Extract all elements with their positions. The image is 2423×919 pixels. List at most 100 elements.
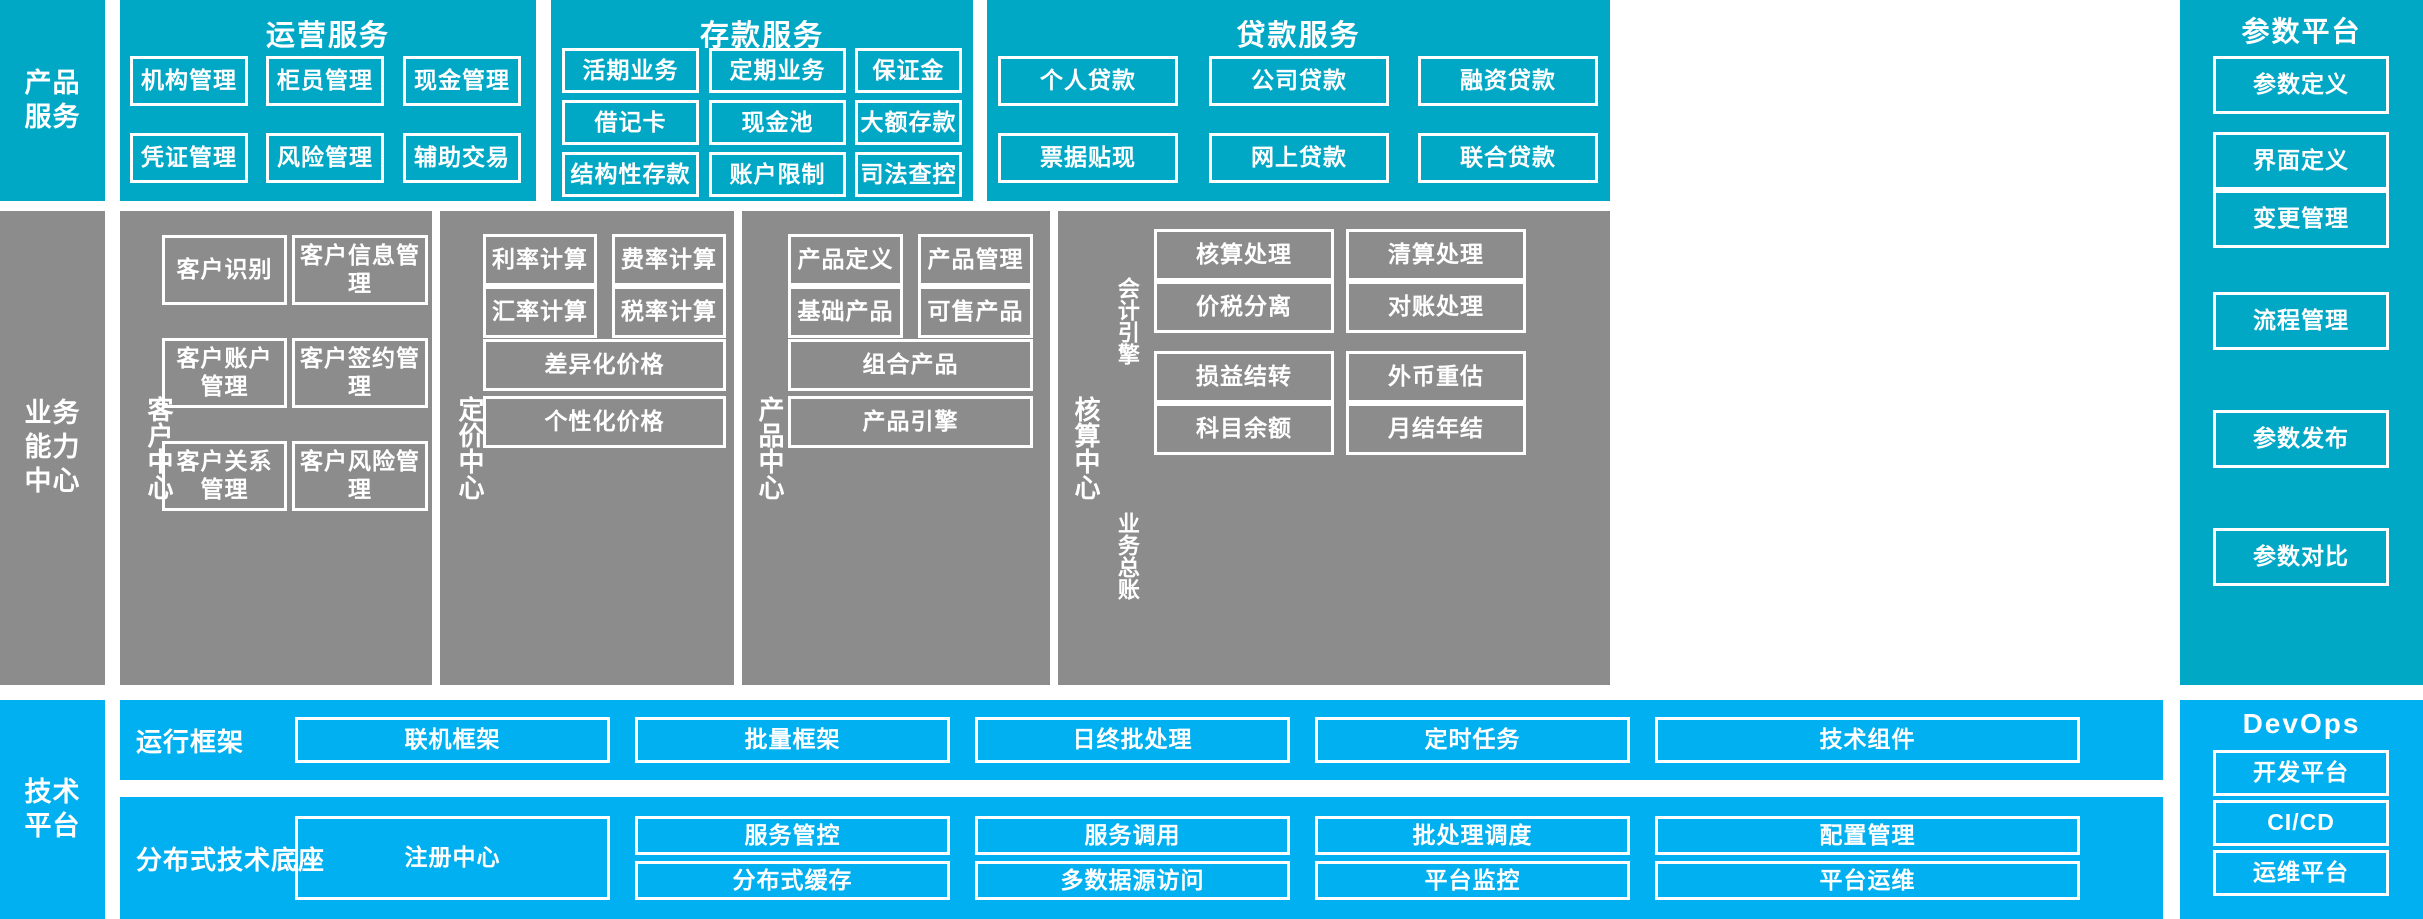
tech-cell-scheduled-task[interactable]: 定时任务 [1315,717,1630,763]
group-operations-services: 运营服务 机构管理 柜员管理 现金管理 凭证管理 风险管理 辅助交易 [120,0,536,201]
customer-cell-customer-relation-management[interactable]: 客户关系管理 [162,441,287,511]
service-cell-bill-discount[interactable]: 票据贴现 [998,133,1178,183]
band-label-product-service: 产品 服务 [0,0,105,201]
band-label-product-service-line2: 服务 [24,101,81,132]
service-cell-corporate-loan[interactable]: 公司贷款 [1209,56,1389,106]
band-label-tech-platform: 技术 平台 [0,700,105,919]
tech-cell-registry-center[interactable]: 注册中心 [295,816,610,900]
band-label-tech-platform-line2: 平台 [24,810,81,841]
parameter-cell-parameter-definition[interactable]: 参数定义 [2213,56,2389,114]
group-title-loan-services: 贷款服务 [1236,20,1361,52]
tech-cell-configuration-management[interactable]: 配置管理 [1655,816,2080,855]
devops-cell-ci-cd[interactable]: CI/CD [2213,800,2389,846]
pricing-cell-differentiated-price[interactable]: 差异化价格 [483,339,726,391]
accounting-cell-foreign-currency-revaluation[interactable]: 外币重估 [1346,351,1526,403]
tech-row-distributed-foundation: 分布式技术底座 注册中心 服务管控 服务调用 批处理调度 配置管理 分布式缓存 … [120,797,2163,919]
service-cell-risk-management[interactable]: 风险管理 [266,133,384,183]
band-label-business-capability: 业务 能力 中心 [0,211,105,685]
service-cell-margin-deposit[interactable]: 保证金 [855,48,962,93]
tech-cell-multi-datasource-access[interactable]: 多数据源访问 [975,861,1290,900]
parameter-cell-process-management[interactable]: 流程管理 [2213,292,2389,350]
subgroup-name-business-general-ledger: 业务总账 [1114,512,1140,600]
pricing-cell-tax-rate-calculation[interactable]: 税率计算 [612,286,726,338]
tech-row-runtime-framework: 运行框架 联机框架 批量框架 日终批处理 定时任务 技术组件 [120,700,2163,780]
center-customer: 客户中心 客户识别 客户信息管理 客户账户管理 客户签约管理 客户关系管理 客户… [120,211,432,685]
customer-cell-customer-risk-management[interactable]: 客户风险管理 [292,441,428,511]
product-cell-composite-product[interactable]: 组合产品 [788,339,1033,391]
band-label-business-capability-line1: 业务 [24,398,81,429]
product-cell-product-management[interactable]: 产品管理 [918,234,1033,286]
service-cell-financing-loan[interactable]: 融资贷款 [1418,56,1598,106]
accounting-cell-accounting-processing[interactable]: 核算处理 [1154,229,1334,281]
accounting-cell-account-balance[interactable]: 科目余额 [1154,403,1334,455]
service-cell-demand-business[interactable]: 活期业务 [562,48,699,93]
center-name-accounting: 核算中心 [1071,396,1102,500]
parameter-cell-interface-definition[interactable]: 界面定义 [2213,132,2389,190]
band-label-business-capability-line3: 中心 [24,465,81,496]
service-cell-syndicated-loan[interactable]: 联合贷款 [1418,133,1598,183]
tech-cell-service-invocation[interactable]: 服务调用 [975,816,1290,855]
tech-cell-platform-monitoring[interactable]: 平台监控 [1315,861,1630,900]
tech-cell-service-governance[interactable]: 服务管控 [635,816,950,855]
customer-cell-customer-identification[interactable]: 客户识别 [162,235,287,305]
service-cell-large-deposit[interactable]: 大额存款 [855,100,962,145]
service-cell-structured-deposit[interactable]: 结构性存款 [562,152,699,197]
column-title-parameter-platform: 参数平台 [2241,16,2362,47]
center-pricing: 定价中心 利率计算 费率计算 汇率计算 税率计算 差异化价格 个性化价格 [440,211,734,685]
accounting-cell-settlement-processing[interactable]: 清算处理 [1346,229,1526,281]
column-title-devops: DevOps [2242,708,2361,739]
pricing-cell-interest-rate-calculation[interactable]: 利率计算 [483,234,597,286]
service-cell-online-loan[interactable]: 网上贷款 [1209,133,1389,183]
band-label-product-service-line1: 产品 [24,67,81,98]
service-cell-cash-management[interactable]: 现金管理 [403,56,521,106]
parameter-cell-parameter-publish[interactable]: 参数发布 [2213,410,2389,468]
service-cell-debit-card[interactable]: 借记卡 [562,100,699,145]
customer-cell-customer-contract-management[interactable]: 客户签约管理 [292,338,428,408]
tech-cell-end-of-day-batch[interactable]: 日终批处理 [975,717,1290,763]
group-loan-services: 贷款服务 个人贷款 公司贷款 融资贷款 票据贴现 网上贷款 联合贷款 [987,0,1610,201]
tech-cell-platform-operations[interactable]: 平台运维 [1655,861,2080,900]
customer-cell-customer-account-management[interactable]: 客户账户管理 [162,338,287,408]
service-cell-cash-pool[interactable]: 现金池 [709,100,846,145]
parameter-cell-change-management[interactable]: 变更管理 [2213,190,2389,248]
accounting-cell-reconciliation-processing[interactable]: 对账处理 [1346,281,1526,333]
tech-cell-distributed-cache[interactable]: 分布式缓存 [635,861,950,900]
column-devops: DevOps 开发平台 CI/CD 运维平台 [2180,700,2423,919]
service-cell-voucher-management[interactable]: 凭证管理 [130,133,248,183]
accounting-cell-price-tax-separation[interactable]: 价税分离 [1154,281,1334,333]
group-title-operations-services: 运营服务 [265,20,390,52]
accounting-cell-month-year-end-closing[interactable]: 月结年结 [1346,403,1526,455]
service-cell-judicial-inquiry-control[interactable]: 司法查控 [855,152,962,197]
service-cell-teller-management[interactable]: 柜员管理 [266,56,384,106]
product-cell-sellable-product[interactable]: 可售产品 [918,286,1033,338]
tech-cell-online-framework[interactable]: 联机框架 [295,717,610,763]
group-title-deposit-services: 存款服务 [699,20,824,52]
pricing-cell-personalized-price[interactable]: 个性化价格 [483,396,726,448]
band-label-business-capability-line2: 能力 [24,432,81,463]
band-label-tech-platform-line1: 技术 [24,776,81,807]
service-cell-auxiliary-transaction[interactable]: 辅助交易 [403,133,521,183]
center-product: 产品中心 产品定义 产品管理 基础产品 可售产品 组合产品 产品引擎 [742,211,1050,685]
product-cell-product-engine[interactable]: 产品引擎 [788,396,1033,448]
product-cell-product-definition[interactable]: 产品定义 [788,234,903,286]
tech-cell-batch-scheduling[interactable]: 批处理调度 [1315,816,1630,855]
column-parameter-platform: 参数平台 参数定义 界面定义 变更管理 流程管理 参数发布 参数对比 [2180,0,2423,685]
tech-cell-batch-framework[interactable]: 批量框架 [635,717,950,763]
tech-cell-technical-component[interactable]: 技术组件 [1655,717,2080,763]
center-name-product: 产品中心 [755,396,786,500]
pricing-cell-fee-rate-calculation[interactable]: 费率计算 [612,234,726,286]
devops-cell-operations-platform[interactable]: 运维平台 [2213,850,2389,896]
center-accounting: 核算中心 会计引擎 业务总账 核算处理 清算处理 价税分离 对账处理 损益结转 … [1058,211,1610,685]
customer-cell-customer-info-management[interactable]: 客户信息管理 [292,235,428,305]
service-cell-personal-loan[interactable]: 个人贷款 [998,56,1178,106]
pricing-cell-exchange-rate-calculation[interactable]: 汇率计算 [483,286,597,338]
parameter-cell-parameter-compare[interactable]: 参数对比 [2213,528,2389,586]
service-cell-organization-management[interactable]: 机构管理 [130,56,248,106]
center-name-customer: 客户中心 [144,396,175,500]
service-cell-time-business[interactable]: 定期业务 [709,48,846,93]
accounting-cell-profit-loss-carryover[interactable]: 损益结转 [1154,351,1334,403]
devops-cell-development-platform[interactable]: 开发平台 [2213,750,2389,796]
product-cell-basic-product[interactable]: 基础产品 [788,286,903,338]
service-cell-account-restriction[interactable]: 账户限制 [709,152,846,197]
